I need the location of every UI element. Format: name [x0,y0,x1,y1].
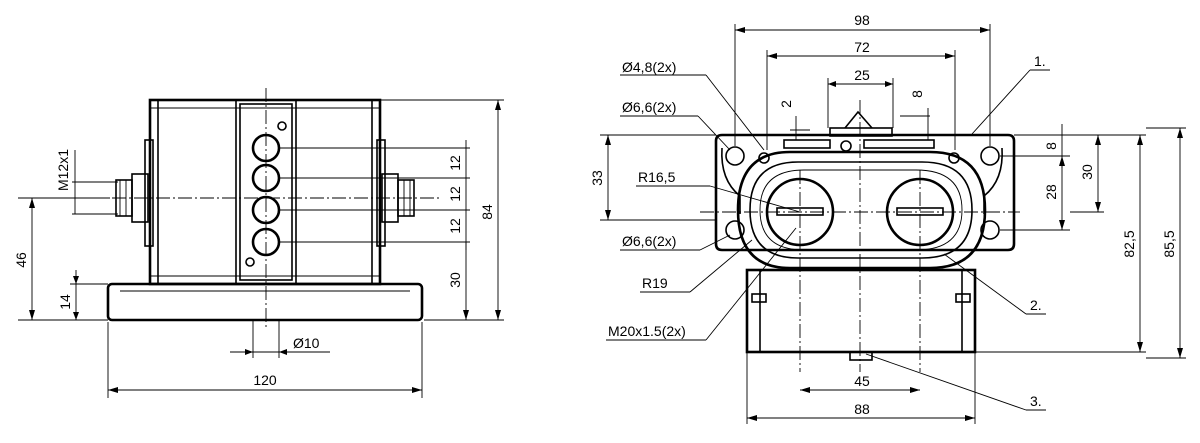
callout-2: 2. [1030,297,1042,313]
dim-8-top: 8 [909,90,925,98]
label-phi66-bottom: Ø6,6(2x) [622,233,676,249]
dim-82-5: 82,5 [1121,230,1137,257]
dim-28: 28 [1043,184,1059,200]
lower-housing [745,268,977,354]
hole-br [980,220,1000,240]
dim-25: 25 [854,67,870,83]
dim-8-right: 8 [1043,142,1059,150]
label-r165: R16,5 [638,169,676,185]
dim-72: 72 [854,39,870,55]
left-view: M12x1 46 14 12 12 12 30 84 [13,88,504,398]
label-m20: M20x1.5(2x) [608,323,686,339]
hole-bl [725,220,745,240]
dim-12-b: 12 [447,186,463,202]
mounting-flange [714,133,1016,252]
dim-14: 14 [57,294,73,310]
dim-98: 98 [854,12,870,28]
label-r19: R19 [642,275,668,291]
callout-1: 1. [1034,53,1046,69]
dim-12-c: 12 [447,218,463,234]
left-body [148,98,382,286]
dim-120: 120 [253,372,277,388]
dim-84: 84 [479,204,495,220]
dim-12-a: 12 [447,155,463,171]
dim-45: 45 [854,373,870,389]
label-phi48: Ø4,8(2x) [622,59,676,75]
oval-housing-outer [736,150,987,270]
dim-85-5: 85,5 [1161,230,1177,257]
dim-30-left: 30 [447,272,463,288]
dim-phi10: Ø10 [293,335,320,351]
dim-88: 88 [854,401,870,417]
right-view: 98 72 25 2 8 33 8 [589,12,1186,424]
dim-30-right: 30 [1079,164,1095,180]
dim-2: 2 [778,100,794,108]
label-phi66-top: Ø6,6(2x) [622,99,676,115]
left-base-plate [106,282,424,322]
hole-tl [725,146,745,166]
callout-3: 3. [1030,393,1042,409]
dim-33: 33 [589,170,605,186]
hole-tr [980,146,1000,166]
thread-label: M12x1 [55,149,71,191]
dim-46: 46 [13,252,29,268]
